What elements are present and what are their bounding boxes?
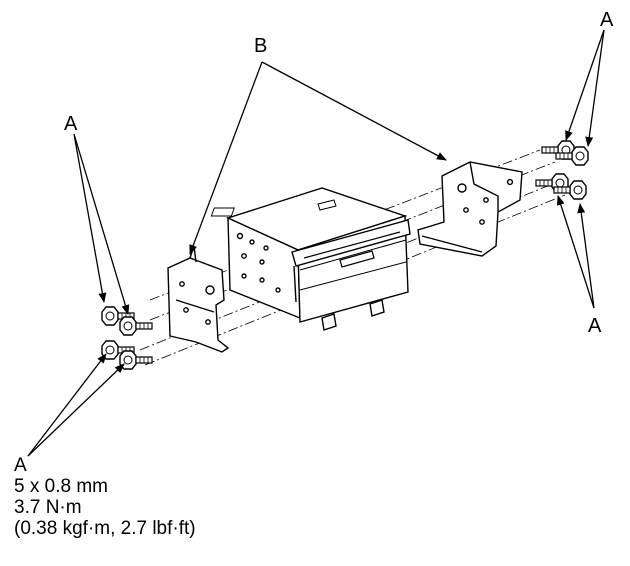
spec-label: A (14, 455, 27, 476)
callout-a-upper-right: A (600, 9, 614, 31)
spec-size: 5 x 0.8 mm (14, 476, 108, 497)
bolt-left-2 (119, 316, 153, 336)
fastener-spec: A 5 x 0.8 mm 3.7 N·m (0.38 kgf·m, 2.7 lb… (14, 455, 196, 539)
callout-a-lower-right: A (588, 315, 602, 337)
right-bracket (417, 161, 523, 257)
callout-a-upper-left: A (64, 113, 78, 135)
spec-torque-nm: 3.7 N·m (14, 497, 82, 518)
audio-unit (210, 187, 411, 331)
callout-b: B (254, 35, 267, 57)
spec-torque-alt: (0.38 kgf·m, 2.7 lbf·ft) (14, 518, 196, 539)
leader-arrows (27, 29, 605, 457)
bolt-left-4 (119, 350, 153, 370)
left-bracket (167, 245, 230, 353)
